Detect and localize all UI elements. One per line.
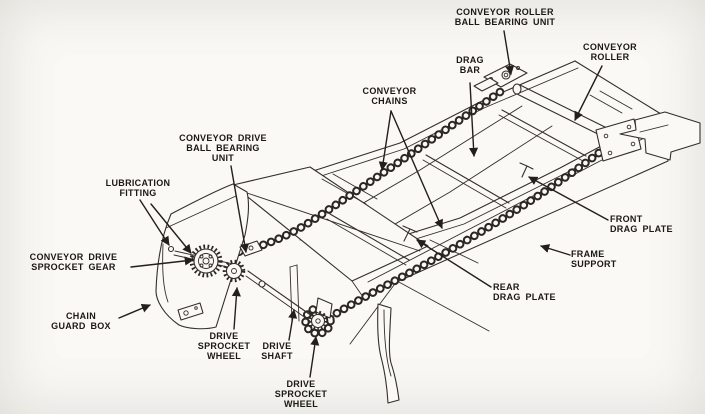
label-front-drag-plate: FRONT DRAG PLATE	[610, 214, 673, 234]
label-drive-sprocket-wheel-left: DRIVE SPROCKET WHEEL	[197, 331, 251, 361]
label-drive-shaft: DRIVE SHAFT	[261, 341, 293, 361]
drive-sprocket-wheel-bottom-shape	[307, 297, 333, 332]
label-drag-bar: DRAG BAR	[456, 55, 484, 75]
drive-end-hood	[232, 166, 429, 282]
end-bearing-plate	[595, 118, 642, 162]
label-lubrication-fitting: LUBRICATION FITTING	[105, 178, 171, 198]
drag-bars	[326, 109, 587, 266]
label-drive-sprocket-wheel-bottom: DRIVE SPROCKET WHEEL	[274, 379, 328, 409]
label-chain-guard-box: CHAIN GUARD BOX	[51, 311, 111, 331]
drive-sprocket-wheel-left-shape	[222, 259, 246, 283]
conveyor-roller-assembly	[473, 63, 701, 162]
label-conveyor-roller-ball-bearing-unit: CONVEYOR ROLLER BALL BEARING UNIT	[454, 7, 556, 27]
lubrication-fitting-shape	[167, 245, 175, 253]
label-rear-drag-plate: REAR DRAG PLATE	[493, 282, 556, 302]
conveyor-roller-ball-bearing-unit-shape	[473, 63, 528, 92]
label-conveyor-drive-sprocket-gear: CONVEYOR DRIVE SPROCKET GEAR	[29, 252, 118, 272]
label-conveyor-roller: CONVEYOR ROLLER	[583, 42, 637, 62]
callout-leaders	[118, 30, 609, 378]
discharge-bracket	[619, 111, 701, 161]
rear-drag-plate-shape	[402, 225, 418, 242]
label-frame-support: FRAME SUPPORT	[571, 249, 617, 269]
label-conveyor-drive-ball-bearing-unit: CONVEYOR DRIVE BALL BEARING UNIT	[179, 133, 267, 163]
conveyor-drive-ball-bearing-unit-shape	[239, 240, 263, 257]
front-drag-plate-shape	[519, 162, 534, 178]
drive-shaft-shape	[245, 270, 313, 322]
label-conveyor-chains: CONVEYOR CHAINS	[362, 86, 417, 106]
frame-support-leg	[377, 303, 400, 404]
drive-assembly	[167, 240, 333, 332]
conveyor-roller-shape	[519, 84, 618, 134]
